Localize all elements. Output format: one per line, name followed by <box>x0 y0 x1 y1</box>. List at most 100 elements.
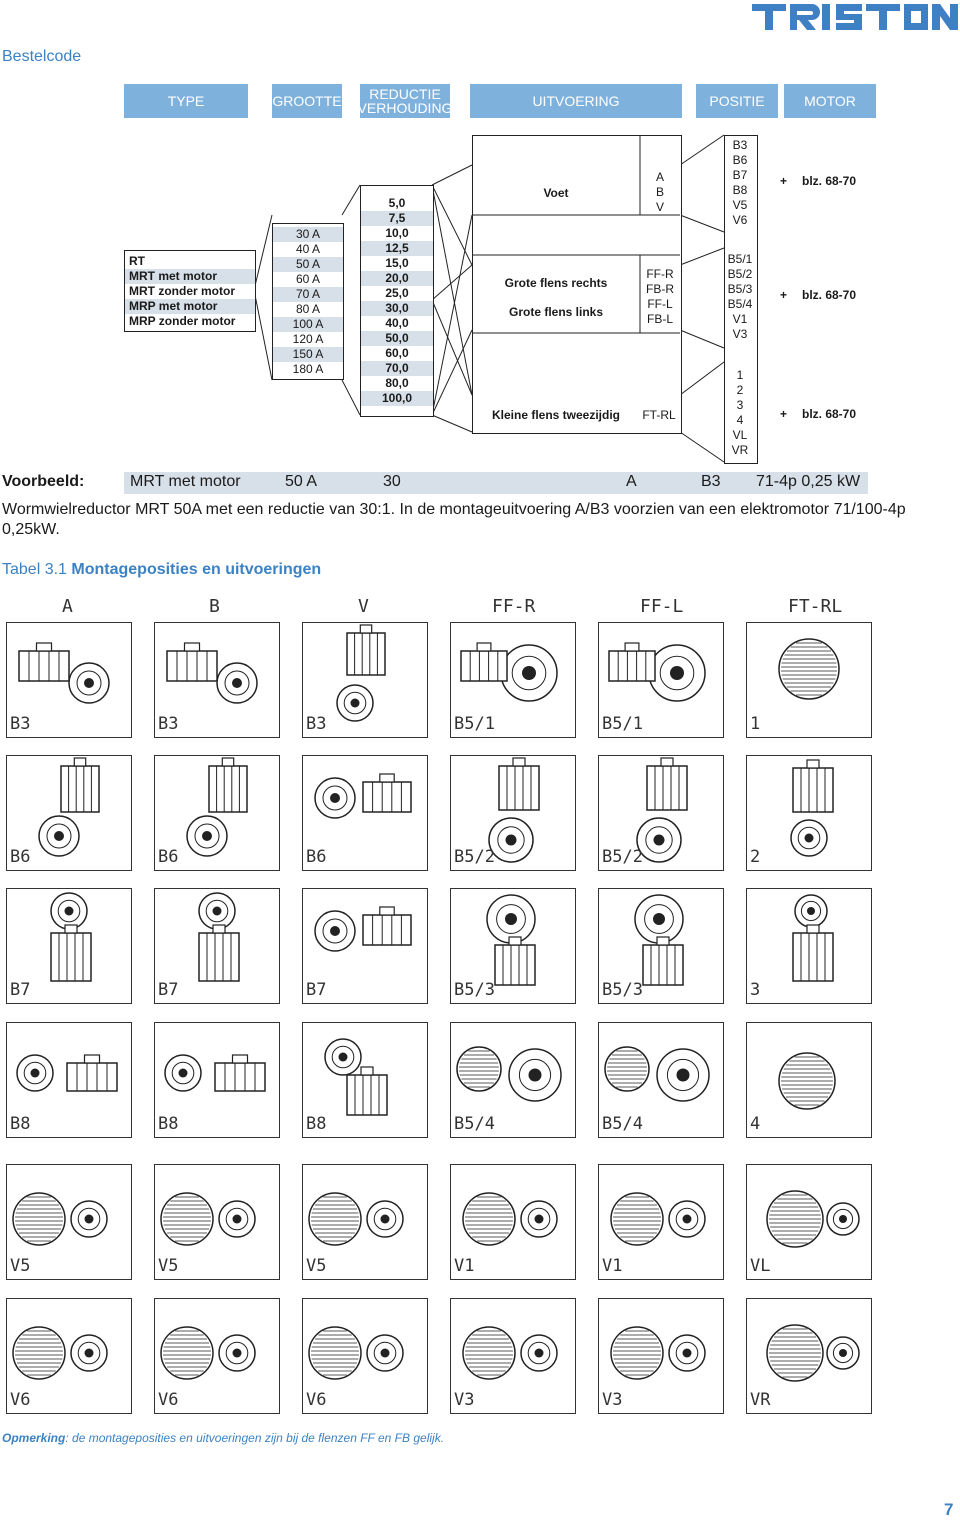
grid-column-header: V <box>358 596 369 617</box>
gearmotor-drawing <box>16 1054 118 1092</box>
mounting-cell <box>598 1164 724 1280</box>
positie-item: B6 <box>732 153 748 167</box>
size-item: 120 A <box>292 331 324 346</box>
positie-item: B5/3 <box>727 282 753 296</box>
header-uitvoering: UITVOERING <box>470 84 682 118</box>
header-positie: POSITIE <box>696 84 778 118</box>
ratio-item: 12,5 <box>361 241 433 256</box>
gearmotor-drawing <box>766 1190 860 1248</box>
note-label: Opmerking <box>2 1431 66 1445</box>
gearmotor-drawing <box>314 773 412 819</box>
mounting-cell <box>450 1022 576 1138</box>
example-size: 50 A <box>285 473 318 490</box>
size-item: 50 A <box>273 256 343 272</box>
mounting-cell <box>598 888 724 1004</box>
size-item: 150 A <box>273 346 343 362</box>
example-motor: 71-4p 0,25 kW <box>756 473 861 490</box>
mounting-cell <box>154 622 280 738</box>
mounting-cell <box>6 622 132 738</box>
mounting-position-label: B8 <box>10 1114 31 1134</box>
ratio-item: 70,0 <box>361 361 433 376</box>
size-item: 60 A <box>295 271 321 286</box>
mounting-position-label: B6 <box>10 847 31 867</box>
gearmotor-drawing <box>608 642 706 702</box>
mounting-position-label: V1 <box>454 1256 475 1276</box>
uitvoering-dividers <box>472 135 680 334</box>
section-title: Bestelcode <box>2 48 82 65</box>
page-number: 7 <box>944 1500 954 1519</box>
motor-plus: + <box>780 174 788 188</box>
kleine-flens-label: Kleine flens tweezijdig <box>491 408 621 422</box>
positie-group-3: 1 2 3 4 VL VR <box>724 368 756 458</box>
gearmotor-drawing <box>164 1054 266 1092</box>
gearmotor-drawing <box>766 1324 860 1382</box>
mounting-position-label: B8 <box>306 1114 327 1134</box>
mounting-cell <box>746 1164 872 1280</box>
gearmotor-drawing <box>792 894 834 982</box>
gearmotor-drawing <box>610 1192 706 1246</box>
flens-rechts-label: Grote flens rechts <box>504 276 608 290</box>
positie-item: B5/1 <box>727 252 753 266</box>
positie-item: V3 <box>732 327 748 341</box>
mounting-position-label: B5/2 <box>602 847 643 867</box>
uitvoering-box <box>472 135 682 434</box>
flens-code: FF-R <box>646 267 674 281</box>
gearmotor-drawing <box>324 1038 388 1116</box>
header-reductie: REDUCTIE VERHOUDING <box>357 84 453 118</box>
mounting-cell <box>302 1298 428 1414</box>
gearmotor-drawing <box>308 1192 404 1246</box>
gearmotor-drawing <box>12 1192 108 1246</box>
type-item: MRT zonder motor <box>129 283 235 298</box>
ratio-item: 60,0 <box>385 346 409 360</box>
positie-item: VR <box>731 443 749 457</box>
example-type: MRT met motor <box>130 473 241 490</box>
mounting-position-label: B7 <box>158 980 179 1000</box>
positie-item: B5/4 <box>727 297 753 311</box>
mounting-cell <box>6 1164 132 1280</box>
mounting-position-label: 3 <box>750 980 761 1000</box>
mounting-position-label: V3 <box>602 1390 623 1410</box>
gearmotor-drawing <box>18 642 110 704</box>
flens-code: FB-R <box>646 282 674 296</box>
type-list: RT MRT met motor MRT zonder motor MRP me… <box>124 250 256 332</box>
mounting-cell <box>450 1164 576 1280</box>
connector-lines <box>253 134 725 463</box>
gearmotor-drawing <box>336 624 386 722</box>
ratio-item: 50,0 <box>361 331 433 346</box>
mounting-position-label: 4 <box>750 1114 761 1134</box>
mounting-cell <box>6 1022 132 1138</box>
mounting-position-label: B5/3 <box>454 980 495 1000</box>
mounting-position-label: V1 <box>602 1256 623 1276</box>
gearmotor-drawing <box>314 906 412 952</box>
gearmotor-drawing <box>12 1326 108 1380</box>
voet-code: B <box>655 185 664 199</box>
grid-column-header: FF-L <box>640 596 684 617</box>
gearmotor-drawing <box>50 892 92 982</box>
mounting-position-label: V5 <box>306 1256 327 1276</box>
header-motor: MOTOR <box>784 84 876 118</box>
size-item: 30 A <box>273 226 343 242</box>
gearmotor-drawing <box>462 1192 558 1246</box>
mounting-cell <box>746 755 872 871</box>
mounting-position-label: B3 <box>158 714 179 734</box>
triston-logo <box>752 4 958 30</box>
example-ratio: 30 <box>383 473 401 490</box>
grid-column-header: FF-R <box>492 596 536 617</box>
motor-ref: blz. 68-70 <box>802 174 857 188</box>
positie-group-2: B5/1 B5/2 B5/3 B5/4 V1 V3 <box>724 252 756 342</box>
ratio-item: 25,0 <box>385 286 409 300</box>
size-item: 100 A <box>273 316 343 332</box>
table-caption-prefix: Tabel 3.1 <box>2 561 67 578</box>
note-text: : de montageposities en uitvoeringen zij… <box>65 1431 445 1445</box>
ratio-item: 10,0 <box>385 226 409 240</box>
gearmotor-drawing <box>778 638 840 700</box>
ratio-item: 7,5 <box>361 211 433 226</box>
mounting-position-label: V6 <box>306 1390 327 1410</box>
gearmotor-drawing <box>486 894 536 986</box>
gearmotor-drawing <box>610 1326 706 1380</box>
mounting-cell <box>154 755 280 871</box>
motor-plus: + <box>780 288 788 302</box>
mounting-position-label: 2 <box>750 847 761 867</box>
mounting-cell <box>450 755 576 871</box>
description-text: Wormwielreductor MRT 50A met een reducti… <box>2 501 906 538</box>
